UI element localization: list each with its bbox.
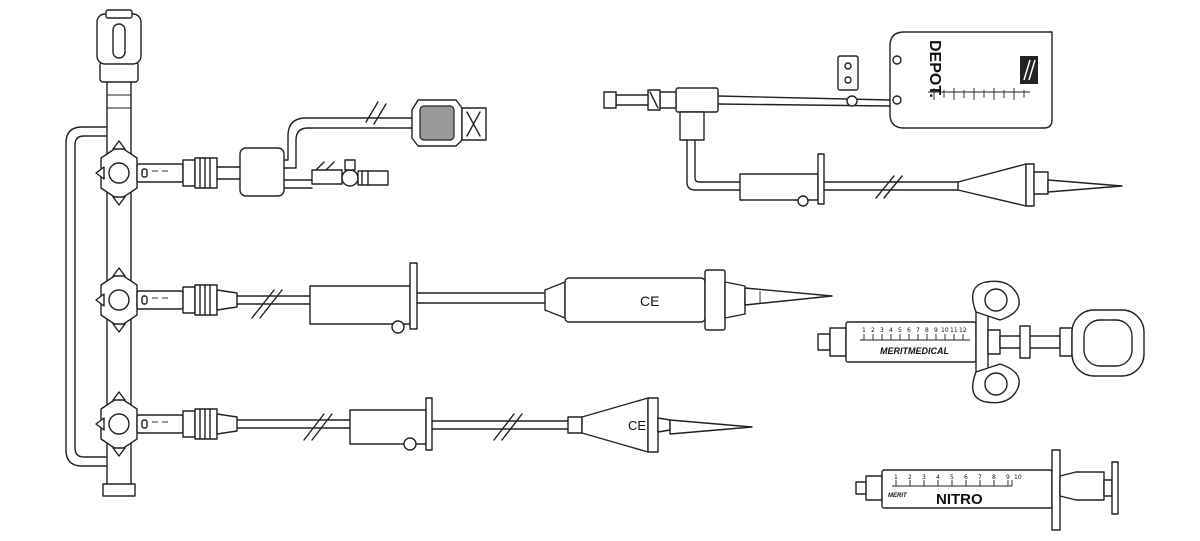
svg-text:4: 4: [936, 474, 940, 481]
nitro-plunger-thumb[interactable]: [1111, 461, 1119, 515]
svg-text:12: 12: [959, 327, 967, 334]
svg-text:5: 5: [898, 327, 902, 334]
svg-text:6: 6: [964, 474, 968, 481]
flush-stopcock[interactable]: [341, 169, 359, 187]
roller-clamp-3[interactable]: [739, 173, 819, 201]
svg-text:11: 11: [950, 327, 958, 334]
t-connector: [675, 87, 719, 113]
drip-chamber-1: [564, 277, 706, 323]
svg-text:4: 4: [889, 327, 893, 334]
ce-mark-1: CE: [640, 293, 659, 309]
merit-label: MERIT: [888, 493, 908, 499]
pressure-transducer-line: [216, 99, 487, 197]
svg-text:3: 3: [880, 327, 884, 334]
spike-2: [669, 419, 753, 435]
pressure-transducer: [239, 147, 285, 197]
svg-text:1: 1: [894, 474, 898, 481]
nitro-label: NITRO: [936, 491, 983, 508]
svg-text:1: 1: [862, 327, 866, 334]
stopcock-1[interactable]: [95, 140, 218, 206]
svg-text:7: 7: [916, 327, 920, 334]
spike-cone-line: CE: [236, 397, 753, 453]
svg-text:6: 6: [907, 327, 911, 334]
svg-text:9: 9: [1006, 474, 1010, 481]
roller-clamp-1[interactable]: [309, 285, 411, 325]
svg-text:8: 8: [925, 327, 929, 334]
depot-brand-label: DEPOT.: [926, 40, 943, 98]
manifold-end-cap: [102, 483, 136, 497]
control-syringe[interactable]: 1 2 3 4 5 6 7 8 9 10 11 12 MERITMEDICAL: [817, 280, 1145, 404]
stopcock-3[interactable]: [95, 391, 238, 457]
roller-clamp-2[interactable]: [349, 409, 427, 445]
spike-3: [1047, 179, 1123, 193]
svg-text:10: 10: [941, 327, 949, 334]
spike-drip-chamber-line: CE: [236, 262, 833, 334]
stopcock-2[interactable]: [95, 267, 238, 333]
spike-cone-3: [957, 163, 1027, 207]
svg-text:8: 8: [992, 474, 996, 481]
depot-bag-set: DEPOT.: [603, 31, 1123, 207]
meritmedical-label: MERITMEDICAL: [880, 346, 949, 356]
svg-text:7: 7: [978, 474, 982, 481]
svg-text:3: 3: [922, 474, 926, 481]
nitro-syringe-scale: 1 2 3 4 5 6 7 8 9 10: [894, 474, 1022, 481]
manifold-bypass-tube: [65, 126, 109, 467]
svg-text:2: 2: [871, 327, 875, 334]
depot-bag-scale: [928, 88, 1030, 100]
control-syringe-scale: 1 2 3 4 5 6 7 8 9 10 11 12: [862, 327, 967, 334]
svg-text:5: 5: [950, 474, 954, 481]
nitro-syringe[interactable]: 1 2 3 4 5 6 7 8 9 10 MERIT NITRO: [855, 449, 1119, 531]
svg-text:2: 2: [908, 474, 912, 481]
svg-text:9: 9: [934, 327, 938, 334]
spike-1: [744, 287, 833, 306]
ce-mark-2: CE: [628, 418, 646, 433]
svg-text:10: 10: [1014, 474, 1022, 481]
transducer-cable: [283, 117, 413, 161]
depot-bag: [889, 31, 1053, 129]
nitro-finger-flange: [1051, 449, 1061, 531]
manifold: [65, 9, 238, 497]
